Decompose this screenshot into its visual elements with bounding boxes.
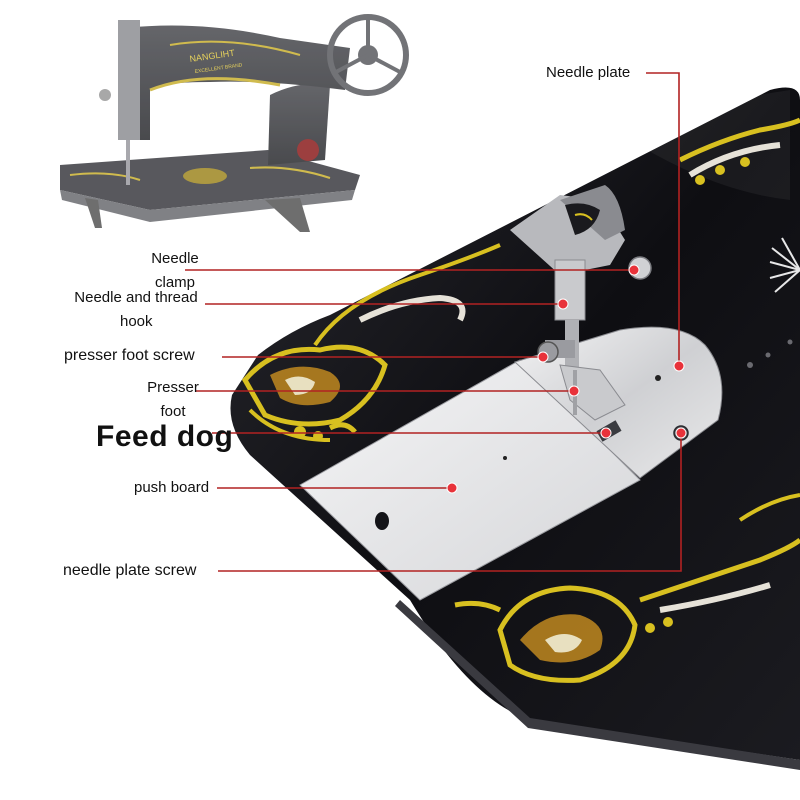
marker-dot-feed-dog [600, 427, 612, 439]
label-needle-thread-hook-line1: Needle and thread [74, 289, 198, 306]
label-presser-foot-screw: presser foot screw [64, 344, 195, 368]
label-presser-foot-line1: Presser [147, 379, 199, 396]
label-presser-foot: Presser foot [138, 376, 208, 424]
machine-inset-illustration: NANGLIHT EXCELLENT BRAND [60, 14, 409, 232]
label-needle-clamp-line2: clamp [154, 274, 195, 291]
leader-line-needle-plate [646, 72, 680, 366]
label-needle-clamp-line1: Needle [151, 250, 199, 267]
push-board-pin [503, 456, 507, 460]
marker-dot-needle-clamp [628, 264, 640, 276]
marker-dot-presser-foot-screw [537, 351, 549, 363]
marker-dot-needle-plate [673, 360, 685, 372]
starburst-decal [769, 237, 800, 293]
label-needle-plate: Needle plate [546, 61, 630, 85]
label-push-board: push board [134, 476, 209, 500]
label-needle-plate-screw-text: needle plate screw [63, 562, 197, 579]
needle-plate-hole [655, 375, 661, 381]
marker-dot-push-board [446, 482, 458, 494]
marker-dot-needle-thread-hook [557, 298, 569, 310]
label-needle-plate-text: Needle plate [546, 64, 631, 81]
callout-leaders [185, 72, 687, 572]
gold-ornament-bottom [454, 493, 800, 683]
gold-ornament-top-right [678, 117, 800, 185]
table-holes [747, 339, 793, 368]
label-needle-thread-hook: Needle and thread hook [66, 286, 206, 334]
gold-ornament-left [241, 243, 501, 442]
label-push-board-text: push board [134, 479, 210, 496]
marker-dot-presser-foot [568, 385, 580, 397]
label-feed-dog-text: Feed dog [96, 420, 234, 453]
label-needle-plate-screw: needle plate screw [63, 559, 196, 583]
push-board-finger-hole [375, 512, 389, 530]
label-presser-foot-screw-text: presser foot screw [64, 347, 195, 364]
label-presser-foot-line2: foot [160, 403, 186, 420]
leader-line-needle-plate-screw [218, 433, 682, 572]
label-needle-thread-hook-line2: hook [120, 313, 153, 330]
push-board-plate [299, 359, 641, 601]
label-needle-clamp: Needle clamp [140, 247, 210, 295]
marker-dot-needle-plate-screw [675, 427, 687, 439]
label-feed-dog: Feed dog [96, 420, 233, 454]
